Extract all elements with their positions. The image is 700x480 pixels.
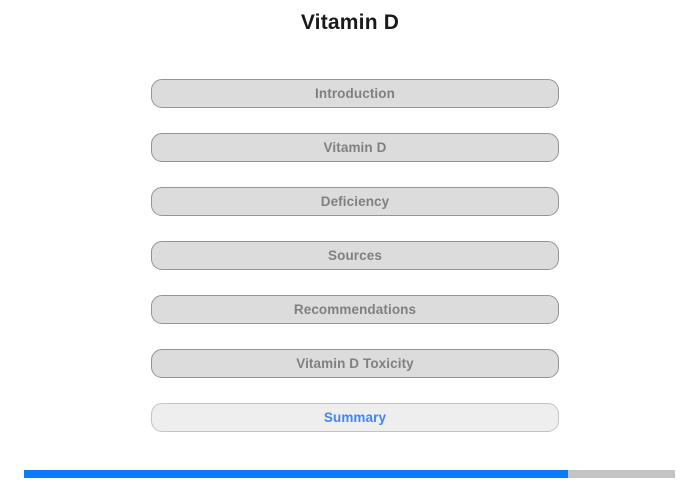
nav-button-summary[interactable]: Summary <box>151 403 559 432</box>
nav-button-recommendations[interactable]: Recommendations <box>151 295 559 324</box>
nav-button-vitamin-d[interactable]: Vitamin D <box>151 133 559 162</box>
progress-bar-track[interactable] <box>24 470 675 478</box>
nav-button-deficiency[interactable]: Deficiency <box>151 187 559 216</box>
progress-bar-fill <box>24 470 568 478</box>
nav-button-vitamin-d-toxicity[interactable]: Vitamin D Toxicity <box>151 349 559 378</box>
section-nav-list: Introduction Vitamin D Deficiency Source… <box>151 79 559 432</box>
nav-button-sources[interactable]: Sources <box>151 241 559 270</box>
page-title: Vitamin D <box>300 11 400 34</box>
nav-button-introduction[interactable]: Introduction <box>151 79 559 108</box>
